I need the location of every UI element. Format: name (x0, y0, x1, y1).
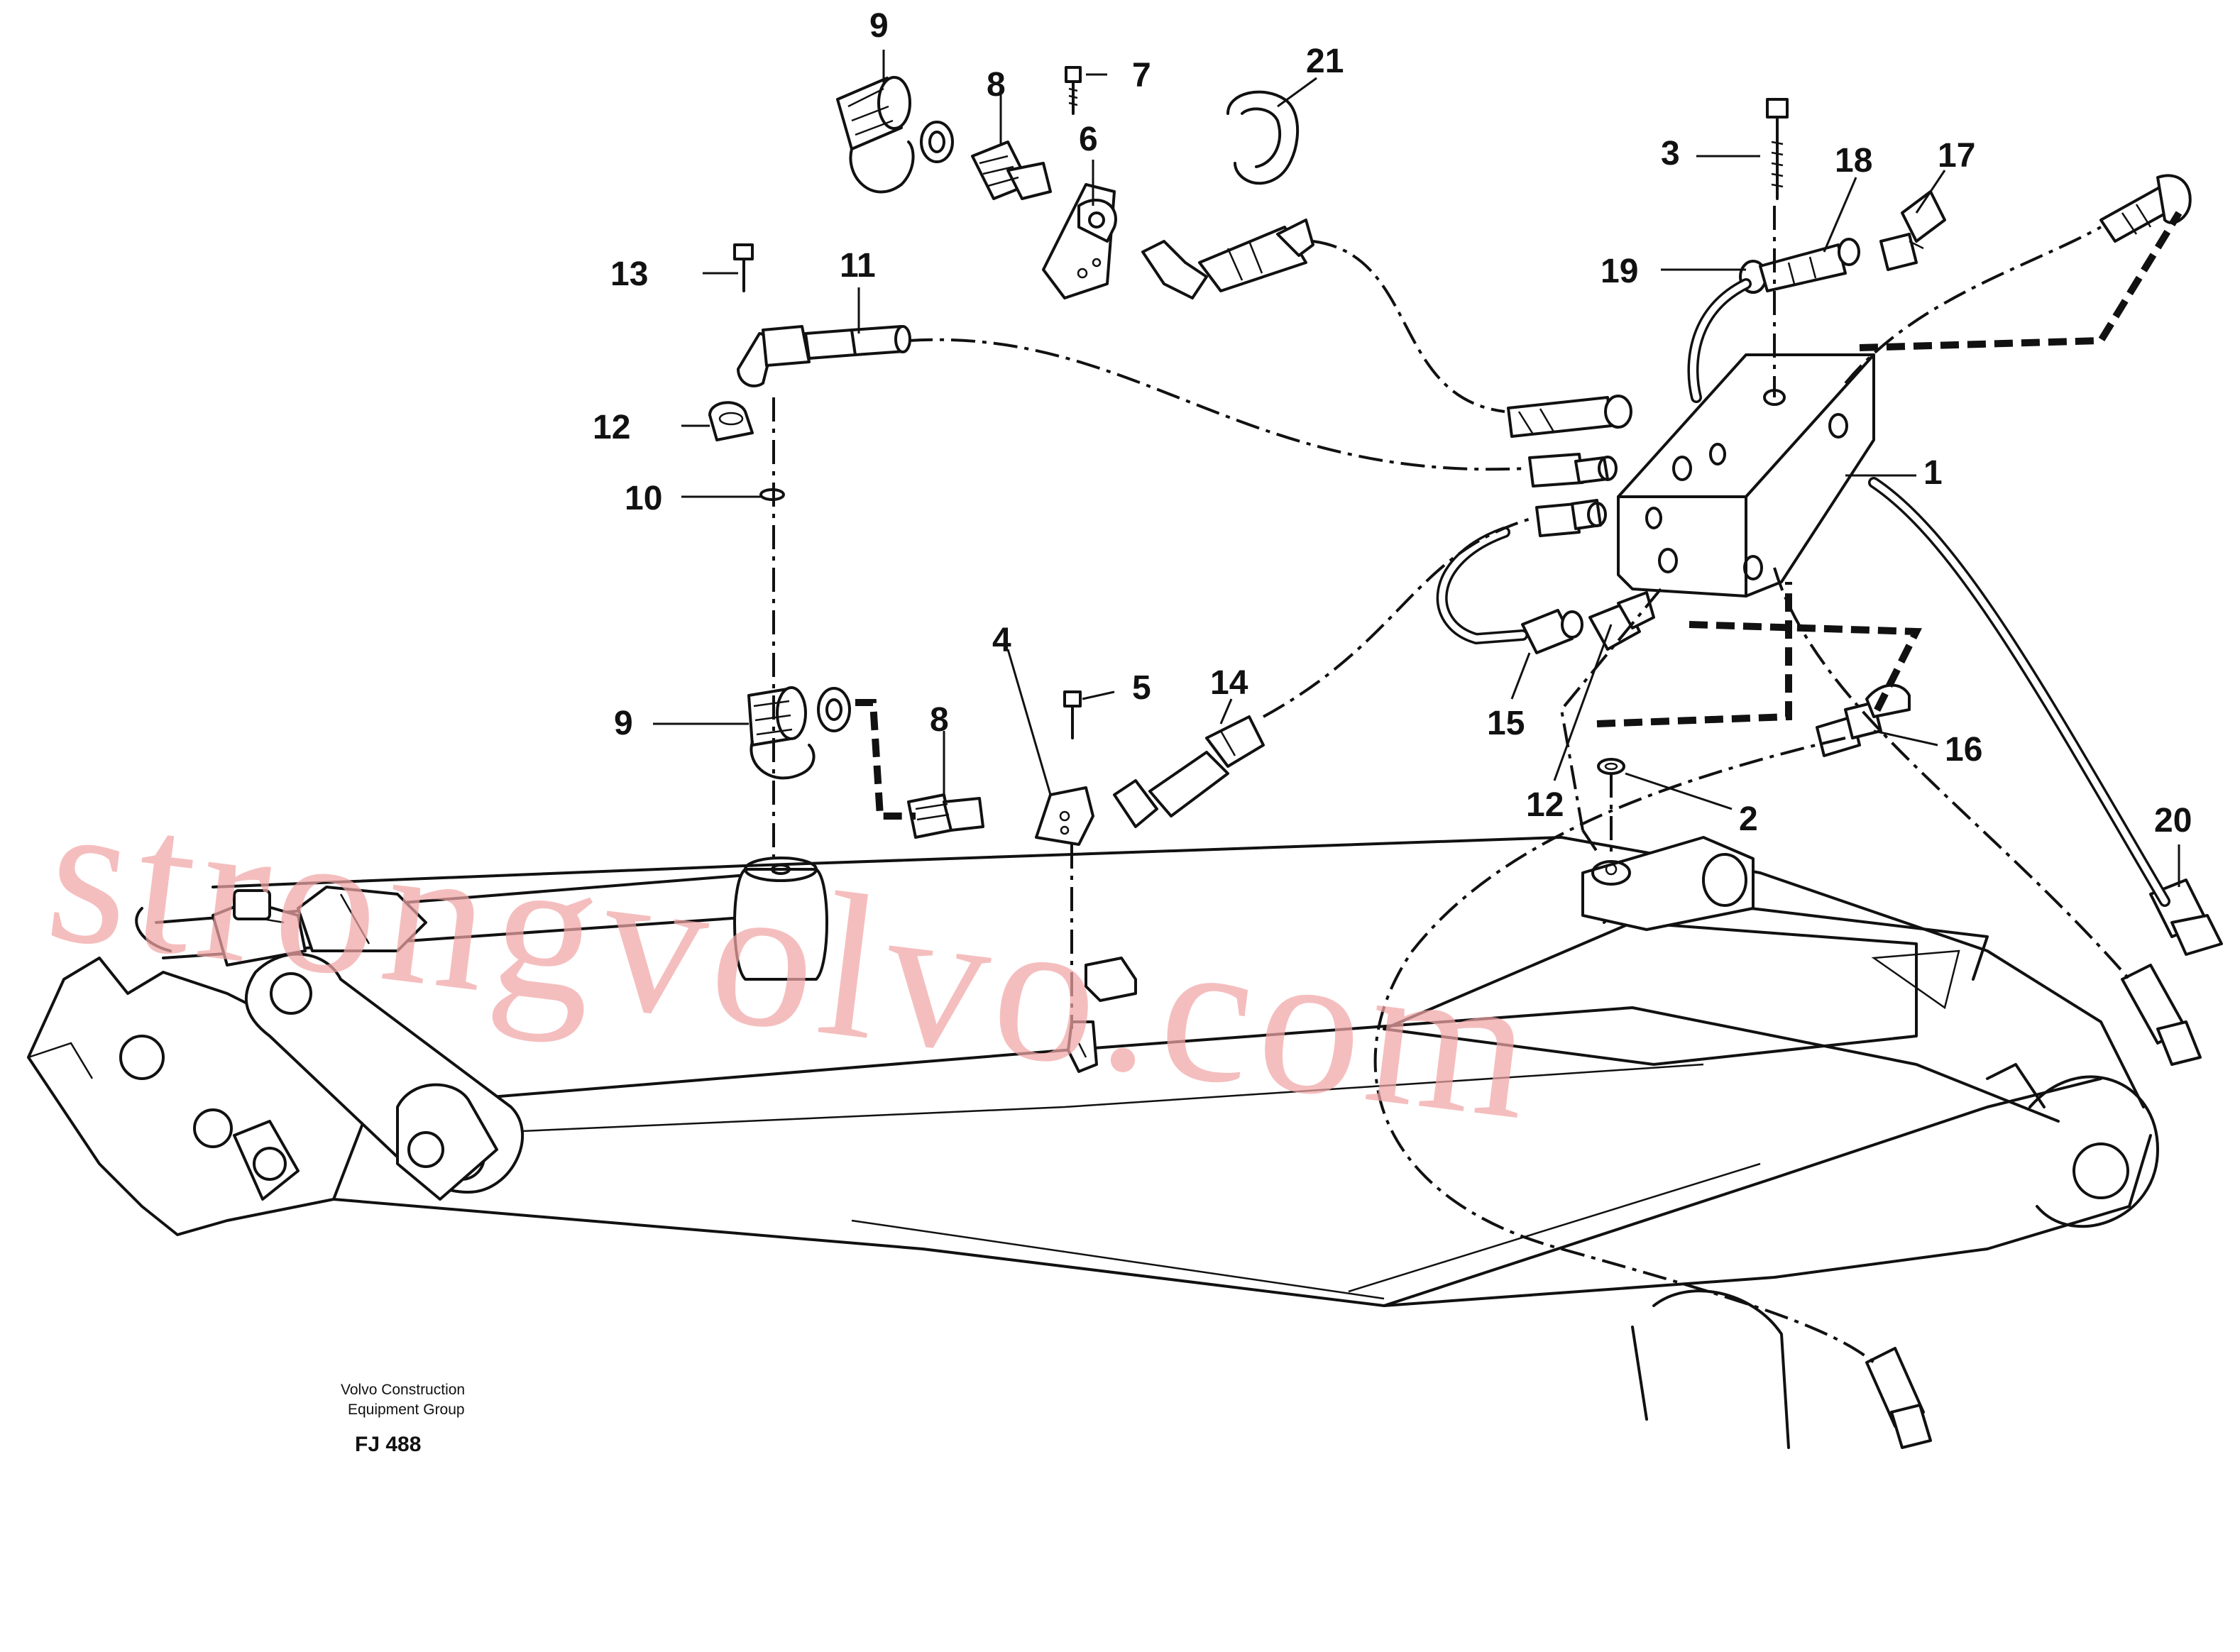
callout-9-mid: 9 (614, 705, 633, 742)
watermark: strongvolvo.com (37, 755, 1549, 1164)
callout-3: 3 (1661, 135, 1680, 172)
fittings-lower-right (1597, 683, 2223, 1449)
callout-5: 5 (1132, 669, 1151, 707)
callout-9-top: 9 (869, 7, 889, 45)
fittings-left (708, 243, 911, 501)
callout-8-top: 8 (987, 66, 1006, 104)
fittings-middle (747, 686, 1265, 846)
drawing-footer: Volvo Construction Equipment Group FJ 48… (341, 1382, 465, 1456)
callout-2: 2 (1739, 800, 1758, 838)
callout-18: 18 (1835, 142, 1872, 180)
callout-21: 21 (1306, 43, 1344, 80)
boom-arm (212, 836, 2159, 1449)
callout-16: 16 (1945, 731, 1982, 769)
company-line-2: Equipment Group (348, 1402, 465, 1418)
valve-block (1617, 353, 1875, 598)
callout-1: 1 (1923, 454, 1943, 492)
company-line-1: Volvo Construction (341, 1382, 465, 1398)
arm-nose-linkage (27, 871, 775, 1236)
callout-13: 13 (610, 255, 648, 293)
callout-19: 19 (1601, 253, 1638, 290)
fittings-top (836, 66, 2192, 299)
callout-20: 20 (2154, 802, 2192, 839)
thick-dashed-lines (855, 211, 2183, 820)
callout-6: 6 (1079, 121, 1098, 158)
callout-12-top: 12 (593, 409, 630, 446)
callout-10: 10 (625, 480, 662, 517)
callout-7: 7 (1132, 57, 1151, 94)
callouts: 1 2 3 4 5 6 7 8 8 9 9 10 11 12 12 13 14 … (593, 7, 2192, 839)
hose-routings (772, 206, 2131, 1364)
callout-8-mid: 8 (930, 701, 949, 739)
callout-17: 17 (1938, 137, 1975, 175)
fittings-valve (1507, 395, 1655, 654)
callout-12-mid: 12 (1526, 786, 1564, 824)
hose-clamp (1067, 957, 1137, 1073)
leader-lines (653, 50, 2180, 887)
cylinder-body (733, 857, 828, 981)
callout-4: 4 (992, 622, 1011, 659)
callout-11: 11 (840, 247, 876, 285)
drawing-code: FJ 488 (355, 1433, 421, 1456)
callout-15: 15 (1487, 705, 1525, 742)
hoses (1436, 278, 2170, 907)
callout-14: 14 (1210, 664, 1248, 702)
